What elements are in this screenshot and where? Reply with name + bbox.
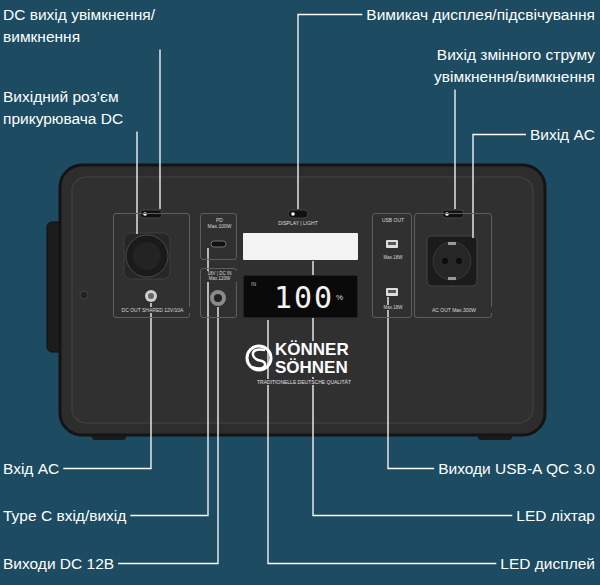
port-rating: Max.18W xyxy=(375,255,411,260)
usb-a-port xyxy=(386,288,398,296)
callout-label: Type C вхід/вихід xyxy=(3,505,193,527)
brand-name: KÖNNER SÖHNEN xyxy=(275,341,370,377)
socket-inner xyxy=(133,242,161,270)
usb-a-port xyxy=(386,240,398,248)
pd-panel: PD Max.100W xyxy=(200,213,237,260)
port-rating: DC OUT SHARED 12V/10A xyxy=(115,307,190,313)
ac-socket xyxy=(427,236,477,286)
callout-label: Вихід AC xyxy=(480,124,595,146)
dc-in-panel: 18V | DC IN Max.120W xyxy=(200,268,237,318)
callout-label: Вихідний роз’єм прикурювача DC xyxy=(3,86,153,131)
leader-line xyxy=(454,89,455,209)
display-unit: % xyxy=(336,293,348,303)
ground-clip xyxy=(448,277,456,280)
display-mode: IN xyxy=(251,281,265,287)
callout-label: Вимикач дисплея/підсвічування xyxy=(300,4,595,26)
display-switch xyxy=(288,210,308,218)
port-rating: PD Max.100W xyxy=(204,217,235,229)
dc-port-pin xyxy=(148,293,154,299)
leader-line xyxy=(136,131,137,234)
ac-switch xyxy=(442,210,464,218)
front-panel xyxy=(72,177,533,423)
leader-line xyxy=(268,320,496,564)
cigarette-socket xyxy=(126,235,168,277)
ac-hole xyxy=(456,258,462,264)
port-rating: AC OUT Max.300W xyxy=(416,307,492,313)
callout-label: LED дисплей xyxy=(400,553,595,575)
callout-label: LED ліхтар xyxy=(400,505,595,527)
usb-a-tongue xyxy=(388,242,396,245)
ac-socket-well xyxy=(433,242,471,280)
ground-clip xyxy=(448,242,456,245)
leader-line xyxy=(388,297,434,469)
display-value: 100 xyxy=(274,281,334,314)
callout-label: Вхід AC xyxy=(3,458,153,480)
panel-title: USB OUT xyxy=(375,217,411,223)
device-body: KÖNNER SÖHNEN TRADITIONELLE DEUTSCHE QUAL… xyxy=(60,165,545,435)
lcd-display: IN 100% xyxy=(243,275,358,318)
device-housing xyxy=(60,165,545,435)
dc-in-port xyxy=(210,290,226,306)
callout-label: Вихід змінного струму увімкнення/вимкнен… xyxy=(380,44,595,89)
dc-port xyxy=(145,290,157,302)
dc-panel: DC OUT SHARED 12V/10A xyxy=(113,213,190,318)
usb-c-port xyxy=(211,241,226,247)
leader-line xyxy=(298,15,362,210)
logo-mark xyxy=(252,350,265,369)
leader-line xyxy=(313,261,512,516)
port-rating: 18V | DC IN Max.120W xyxy=(202,271,237,282)
dc-switch xyxy=(140,210,162,218)
dc-in-pin xyxy=(214,294,222,302)
leader-line xyxy=(159,49,160,209)
led-light-bar xyxy=(243,233,358,260)
ac-panel: AC OUT Max.300W xyxy=(414,213,492,318)
side-button xyxy=(80,291,88,299)
leader-line xyxy=(63,303,151,469)
brand-slogan: TRADITIONELLE DEUTSCHE QUALITÄT xyxy=(245,379,363,385)
switch-dot xyxy=(291,212,295,216)
callout-label: Виходи DC 12В xyxy=(3,553,193,575)
leader-line xyxy=(130,248,208,516)
leader-line xyxy=(473,135,526,239)
ac-hole xyxy=(442,258,448,264)
port-rating: Max.18W xyxy=(375,305,411,310)
usb-a-tongue xyxy=(388,290,396,293)
leader-line xyxy=(118,307,218,564)
socket-holder xyxy=(124,233,170,279)
switch-label: DISPLAY | LIGHT xyxy=(263,220,333,226)
callout-label: Виходи USB-A QC 3.0 xyxy=(400,458,595,480)
callout-label: DC вихід увімкнення/ вимкнення xyxy=(3,4,203,49)
usb-panel: USB OUT Max.18W Max.18W xyxy=(372,213,412,318)
